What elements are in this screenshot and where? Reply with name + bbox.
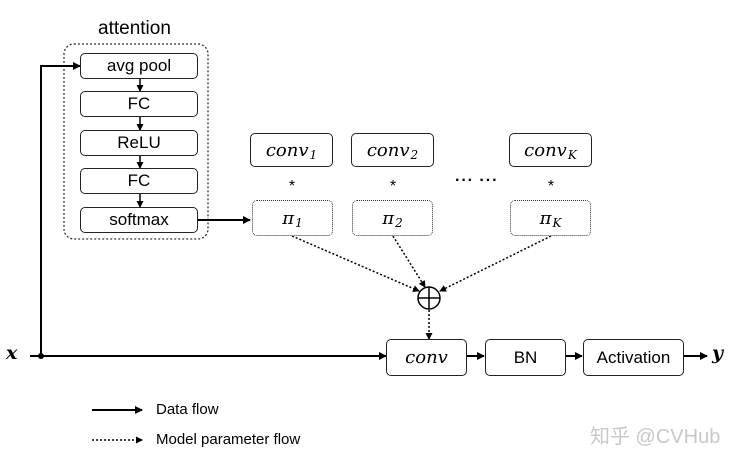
conv-kernel-label: conv bbox=[524, 139, 567, 161]
avg-pool-block: avg pool bbox=[80, 53, 198, 79]
attention-title: attention bbox=[98, 18, 171, 39]
legend-data-flow: Data flow bbox=[156, 401, 219, 418]
pi-label: π bbox=[382, 207, 395, 229]
conv-kernel-subscript: K bbox=[567, 148, 577, 162]
pi-label: π bbox=[282, 207, 295, 229]
conv-kernel-subscript: 2 bbox=[410, 148, 419, 162]
pi-subscript: 1 bbox=[295, 216, 303, 230]
fc-block-2: FC bbox=[80, 168, 198, 194]
bn-block: BN bbox=[485, 339, 566, 376]
softmax-block: softmax bbox=[80, 207, 198, 233]
conv-kernel-label: conv bbox=[366, 139, 410, 161]
pi-label: π bbox=[539, 207, 552, 229]
multiply-star-2: * bbox=[389, 178, 397, 195]
conv-block: conv bbox=[386, 339, 467, 376]
pi-subscript: K bbox=[552, 216, 562, 230]
input-to-attention-line bbox=[40, 62, 81, 356]
conv-kernel-subscript: 1 bbox=[309, 148, 318, 162]
conv-kernel-label: conv bbox=[265, 139, 309, 161]
pi-subscript: 2 bbox=[395, 216, 403, 230]
attention-container bbox=[63, 43, 209, 240]
multiply-star-1: * bbox=[288, 178, 296, 195]
output-y-label: y bbox=[712, 342, 724, 364]
activation-block: Activation bbox=[583, 339, 684, 376]
relu-block: ReLU bbox=[80, 130, 198, 156]
input-x-label: x bbox=[6, 342, 18, 364]
kernel-ellipsis: ··· ··· bbox=[455, 172, 499, 189]
conv-block-label: conv bbox=[405, 347, 448, 368]
legend-param-flow: Model parameter flow bbox=[156, 431, 301, 448]
watermark: 知乎 @CVHub bbox=[590, 426, 721, 448]
multiply-star-k: * bbox=[547, 178, 555, 195]
fc-block-1: FC bbox=[80, 91, 198, 117]
